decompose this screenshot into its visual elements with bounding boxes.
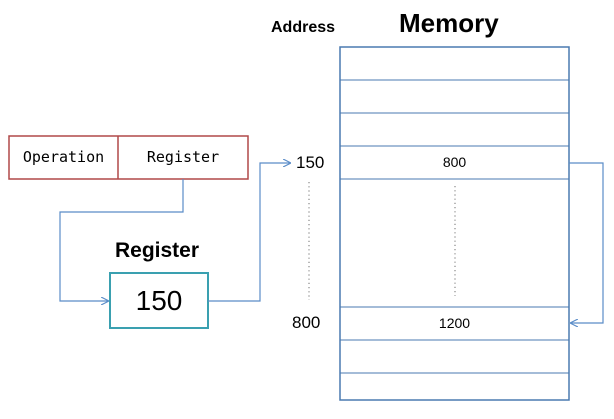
address-label: 800 [292,313,321,332]
memory-cell-lines [340,79,569,374]
address-label: 150 [296,153,325,172]
memory-block [339,46,570,401]
arrow-field-to-register [59,179,184,301]
arrow-register-to-address [208,163,290,302]
arrow-memory-indirect [569,162,604,323]
memory-cell-value: 1200 [438,315,471,331]
register-heading: Register [115,239,200,262]
address-heading: Address [271,19,336,36]
register-value: 150 [135,285,183,316]
instruction-field-register: Register [146,148,220,166]
memory-heading: Memory [399,8,499,38]
instruction-field-operation: Operation [22,148,105,166]
memory-cell-value: 800 [442,154,467,170]
register-box [109,272,209,329]
instruction-box [8,135,249,180]
